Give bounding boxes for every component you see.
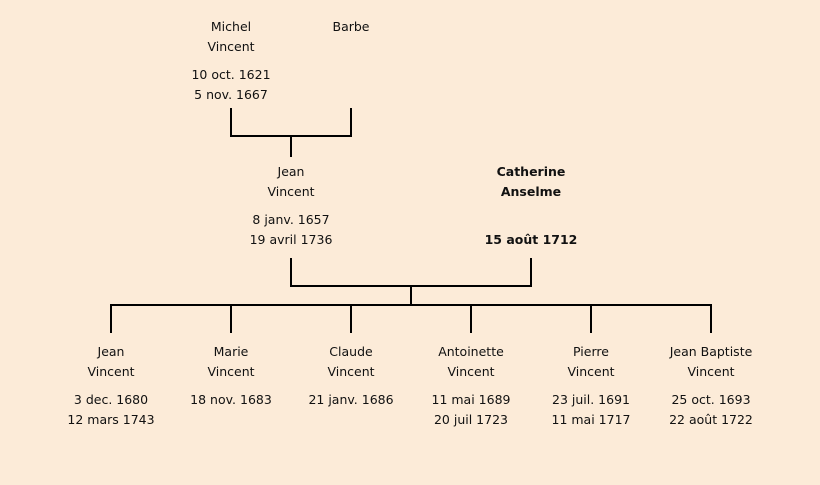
death-date: 22 août 1722 — [669, 412, 753, 427]
death-date: 5 nov. 1667 — [194, 87, 268, 102]
first-name: Michel — [210, 19, 252, 34]
first-name: Jean Baptiste — [669, 344, 753, 359]
person-child[interactable]: Antoinette Vincent 11 mai 1689 20 juil 1… — [386, 342, 556, 430]
birth-date: 11 mai 1689 — [431, 392, 511, 407]
birth-date: 23 juil. 1691 — [552, 392, 630, 407]
birth-date: 18 nov. 1683 — [190, 392, 272, 407]
last-name: Vincent — [207, 364, 255, 379]
last-name: Vincent — [567, 364, 615, 379]
first-name: Catherine — [496, 164, 566, 179]
death-date: 15 août 1712 — [484, 232, 578, 247]
birth-date: 21 janv. 1686 — [308, 392, 394, 407]
person-jean-vincent[interactable]: Jean Vincent 8 janv. 1657 19 avril 1736 — [206, 162, 376, 250]
children-connector — [110, 304, 712, 333]
birth-date: 3 dec. 1680 — [73, 392, 149, 407]
death-date: 11 mai 1717 — [551, 412, 631, 427]
birth-date: 8 janv. 1657 — [252, 212, 330, 227]
death-date: 19 avril 1736 — [249, 232, 333, 247]
person-michel-vincent[interactable]: Michel Vincent 10 oct. 1621 5 nov. 1667 — [146, 17, 316, 105]
person-catherine-anselme[interactable]: Catherine Anselme 15 août 1712 — [446, 162, 616, 250]
person-child[interactable]: Jean Vincent 3 dec. 1680 12 mars 1743 — [26, 342, 196, 430]
first-name: Jean — [97, 344, 125, 359]
death-date: 12 mars 1743 — [67, 412, 155, 427]
last-name: Vincent — [687, 364, 735, 379]
first-name: Antoinette — [438, 344, 504, 359]
first-name: Marie — [213, 344, 249, 359]
last-name: Anselme — [500, 184, 562, 199]
first-name: Barbe — [332, 19, 370, 34]
person-child[interactable]: Marie Vincent 18 nov. 1683 — [146, 342, 316, 430]
person-child[interactable]: Pierre Vincent 23 juil. 1691 11 mai 1717 — [506, 342, 676, 430]
last-name: Vincent — [267, 184, 315, 199]
birth-date: 10 oct. 1621 — [191, 67, 271, 82]
last-name: Vincent — [327, 364, 375, 379]
person-child[interactable]: Jean Baptiste Vincent 25 oct. 1693 22 ao… — [626, 342, 796, 430]
grandparents-connector — [230, 108, 352, 157]
first-name: Jean — [277, 164, 305, 179]
birth-date — [446, 210, 616, 230]
parents-connector — [290, 258, 532, 305]
last-name: Vincent — [87, 364, 135, 379]
person-barbe[interactable]: Barbe — [266, 17, 436, 37]
last-name: Vincent — [447, 364, 495, 379]
first-name: Claude — [329, 344, 373, 359]
death-date: 20 juil 1723 — [433, 412, 508, 427]
person-child[interactable]: Claude Vincent 21 janv. 1686 — [266, 342, 436, 430]
birth-date: 25 oct. 1693 — [671, 392, 751, 407]
first-name: Pierre — [573, 344, 609, 359]
last-name: Vincent — [207, 39, 255, 54]
